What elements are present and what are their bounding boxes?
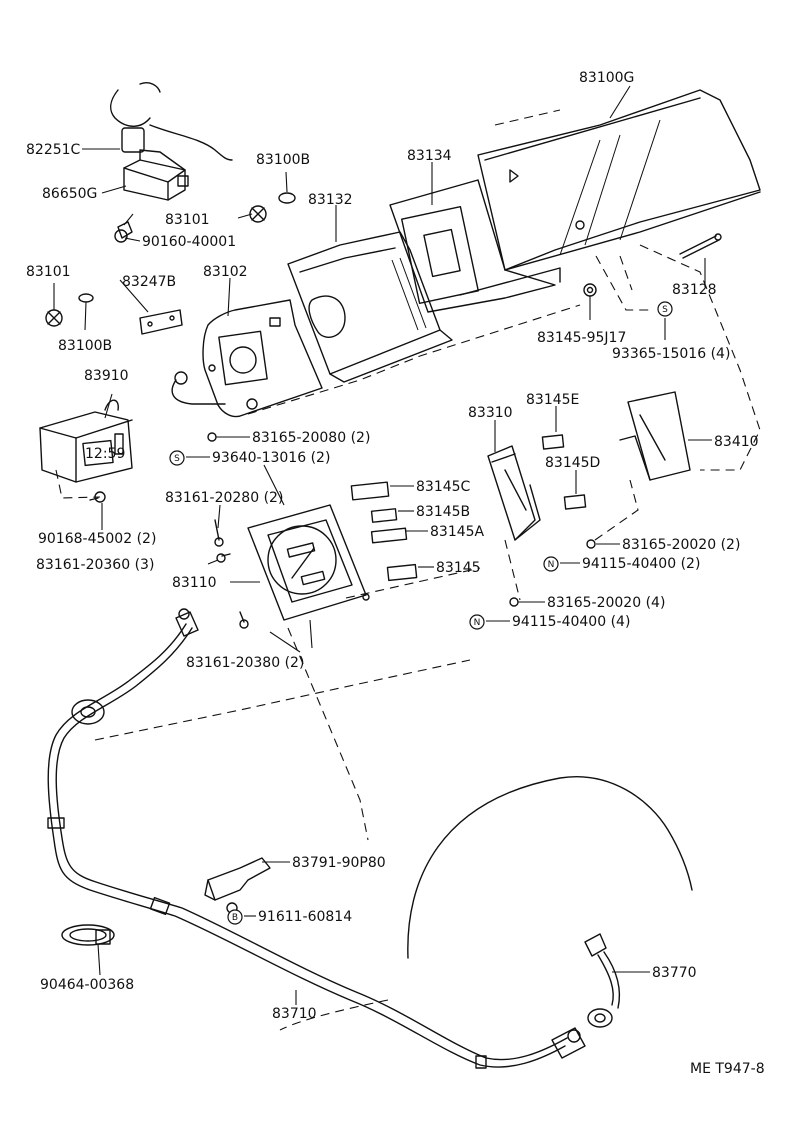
- label-83100g: 83100G: [579, 70, 634, 86]
- svg-text:S: S: [174, 454, 180, 464]
- socket-wire: [171, 371, 226, 405]
- firewall-dashed-line: [279, 999, 389, 1031]
- label-83100b-b: 83100B: [58, 338, 112, 354]
- label-83165-20080: 83165-20080 (2): [252, 430, 370, 446]
- label-83247b: 83247B: [122, 274, 176, 290]
- plate-83145c: [350, 481, 390, 501]
- bracket-83791: [204, 857, 271, 901]
- washer-83165-20020-4: [509, 597, 519, 607]
- svg-text:N: N: [474, 618, 481, 628]
- washer-83165-20080: [207, 432, 217, 442]
- speedometer-83110: [247, 504, 370, 621]
- label-90160: 90160-40001: [142, 234, 236, 250]
- label-83101-a: 83101: [165, 212, 210, 228]
- label-83145: 83145: [436, 560, 481, 576]
- lens-83100b-lower: [78, 293, 94, 303]
- label-83100b-a: 83100B: [256, 152, 310, 168]
- label-83110: 83110: [172, 575, 217, 591]
- bulb-83101-lower: [45, 309, 63, 327]
- label-83161-20280: 83161-20280 (2): [165, 490, 283, 506]
- label-83410: 83410: [714, 434, 759, 450]
- gauge-83410: [619, 391, 691, 481]
- leader-lines: [53, 85, 712, 1005]
- plate-83145d: [563, 494, 587, 510]
- label-94115-4: 94115-40400 (4): [512, 614, 630, 630]
- clock-83910: 12:59: [39, 399, 133, 483]
- label-83128: 83128: [672, 282, 717, 298]
- plate-83145b: [370, 508, 398, 523]
- plate-83145e: [541, 434, 565, 450]
- label-83132: 83132: [308, 192, 353, 208]
- marker-n-94115-2: N: [543, 556, 559, 572]
- bulb-83101-upper: [249, 205, 267, 223]
- label-83791: 83791-90P80: [292, 855, 386, 871]
- label-83161-20380: 83161-20380 (2): [186, 655, 304, 671]
- label-83145-95j17: 83145-95J17: [537, 330, 626, 346]
- meter-housing-83102: [202, 299, 323, 418]
- firewall-outline: [407, 776, 693, 959]
- marker-s-93365: S: [657, 301, 673, 317]
- gauge-83310: [487, 445, 541, 541]
- label-83165-20020-2: 83165-20020 (2): [622, 537, 740, 553]
- label-83770: 83770: [652, 965, 697, 981]
- meter-glass-83100G: [477, 89, 761, 271]
- label-93365: 93365-15016 (4): [612, 346, 730, 362]
- dashed-guides: [55, 109, 761, 841]
- label-86650g: 86650G: [42, 186, 97, 202]
- label-90464: 90464-00368: [40, 977, 134, 993]
- label-83710: 83710: [272, 1006, 317, 1022]
- plate-83145a: [370, 527, 408, 544]
- label-83161-20360: 83161-20360 (3): [36, 557, 154, 573]
- label-94115-2: 94115-40400 (2): [582, 556, 700, 572]
- label-83134: 83134: [407, 148, 452, 164]
- plate-83145: [386, 563, 418, 582]
- label-83101-b: 83101: [26, 264, 71, 280]
- bulb-83145-95j17: [583, 283, 597, 297]
- label-83145e: 83145E: [526, 392, 579, 408]
- label-91611: 91611-60814: [258, 909, 352, 925]
- label-82251c: 82251C: [26, 142, 81, 158]
- screw-83161-20280: [214, 519, 224, 547]
- relay-assembly-86650g: [110, 82, 233, 243]
- svg-text:S: S: [662, 305, 668, 315]
- clamp-90464: [61, 924, 115, 946]
- label-83145a: 83145A: [430, 524, 485, 540]
- meter-case-83132: [287, 231, 453, 383]
- svg-text:N: N: [548, 560, 555, 570]
- label-83910: 83910: [84, 368, 129, 384]
- label-93640: 93640-13016 (2): [212, 450, 330, 466]
- cable-end-83770: [584, 933, 621, 1028]
- marker-b-91611: B: [227, 909, 243, 925]
- screw-83161-20380: [239, 611, 249, 629]
- label-90168: 90168-45002 (2): [38, 531, 156, 547]
- label-83102: 83102: [203, 264, 248, 280]
- bracket-83247b: [139, 309, 183, 335]
- screw-83161-20360: [216, 553, 231, 563]
- label-83165-20020-4: 83165-20020 (4): [547, 595, 665, 611]
- label-83145b: 83145B: [416, 504, 470, 520]
- cable-83710: [47, 608, 586, 1069]
- washer-83165-20020-2: [586, 539, 596, 549]
- label-83145c: 83145C: [416, 479, 471, 495]
- footer-code: ME T947-8: [690, 1061, 765, 1077]
- label-83145d: 83145D: [545, 455, 600, 471]
- cable-83128: [679, 233, 722, 259]
- part-labels: 82251C 86650G 83100B 83101 90160-40001 8…: [26, 70, 765, 1077]
- svg-text:B: B: [232, 913, 238, 923]
- marker-n-94115-4: N: [469, 614, 485, 630]
- meter-frame-83134: [389, 179, 561, 313]
- marker-s-93640: S: [169, 450, 185, 466]
- lens-83100b-upper: [278, 192, 296, 204]
- label-83310: 83310: [468, 405, 513, 421]
